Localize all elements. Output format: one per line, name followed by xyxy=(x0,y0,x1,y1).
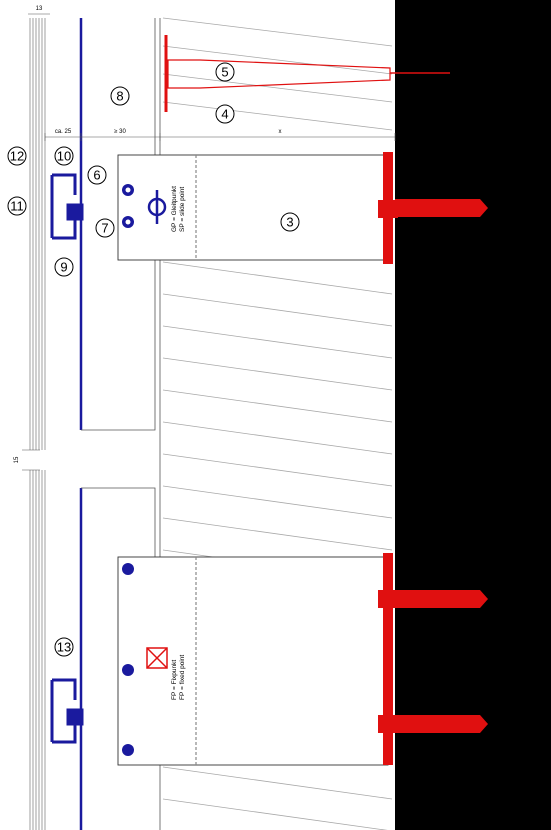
insulation-wave xyxy=(162,261,393,295)
callout-11: 11 xyxy=(7,196,27,216)
svg-text:7: 7 xyxy=(101,221,108,236)
cladding-panel xyxy=(29,18,46,830)
insulation-wave xyxy=(162,798,388,830)
concrete-wall xyxy=(395,0,551,830)
slide-point-note-en: SP = slide point xyxy=(179,187,186,232)
callout-10: 10 xyxy=(54,146,74,166)
insulation-wave xyxy=(162,389,393,423)
svg-text:12: 12 xyxy=(10,149,24,164)
callout-9: 9 xyxy=(54,257,74,277)
dimension-top-width: 13 xyxy=(36,6,43,12)
insulation-wave xyxy=(162,101,393,131)
clip-assembly-upper xyxy=(50,173,84,240)
callout-13: 13 xyxy=(54,637,74,657)
dimension-ca: ca. 25 xyxy=(55,129,72,135)
callout-3: 3 xyxy=(280,212,300,232)
callout-8: 8 xyxy=(110,86,130,106)
insulation-layer xyxy=(159,17,393,830)
svg-text:11: 11 xyxy=(10,199,24,214)
slide-point-note-de: GP = Gleitpunkt xyxy=(171,186,178,232)
insulation-wave xyxy=(162,73,393,103)
dimension-gap: 15 xyxy=(14,456,20,463)
svg-text:8: 8 xyxy=(116,89,123,104)
insulation-wave xyxy=(162,766,393,800)
insulation-wave xyxy=(162,485,393,519)
insulation-wave xyxy=(162,293,393,327)
rivet-icon xyxy=(122,184,134,228)
svg-text:5: 5 xyxy=(221,65,228,80)
callout-12: 12 xyxy=(7,146,27,166)
insulation-wave xyxy=(162,357,393,391)
svg-text:9: 9 xyxy=(60,260,67,275)
insulation-anchor xyxy=(164,35,450,112)
fixed-point-icon xyxy=(146,647,168,669)
svg-text:4: 4 xyxy=(221,107,228,122)
svg-text:3: 3 xyxy=(286,215,293,230)
insulation-wave xyxy=(162,517,393,551)
callout-5: 5 xyxy=(215,62,235,82)
wall-anchor-lower xyxy=(378,553,488,765)
insulation-wave xyxy=(162,45,393,75)
dimension-x: x xyxy=(279,129,282,135)
bracket-plate-lower xyxy=(117,556,389,766)
clip-assembly-lower xyxy=(50,678,84,744)
slide-point-icon xyxy=(147,190,167,224)
callout-6: 6 xyxy=(87,165,107,185)
insulation-wave xyxy=(162,453,393,487)
bracket-plate-upper xyxy=(117,154,389,261)
callout-7: 7 xyxy=(95,218,115,238)
dimension-lines xyxy=(22,13,396,471)
svg-text:10: 10 xyxy=(57,149,71,164)
insulation-wave xyxy=(162,421,393,455)
wall-anchor-upper xyxy=(378,152,488,264)
insulation-wave xyxy=(162,17,393,47)
rivet-icon xyxy=(122,563,134,756)
insulation-wave xyxy=(162,325,393,359)
svg-text:6: 6 xyxy=(93,168,100,183)
svg-text:13: 13 xyxy=(57,640,71,655)
callout-4: 4 xyxy=(215,104,235,124)
fixed-point-note-en: FP = fixed point xyxy=(179,655,186,700)
dimension-min: ≥ 30 xyxy=(114,129,126,135)
fixed-point-note-de: FP = Fixpunkt xyxy=(171,660,178,700)
